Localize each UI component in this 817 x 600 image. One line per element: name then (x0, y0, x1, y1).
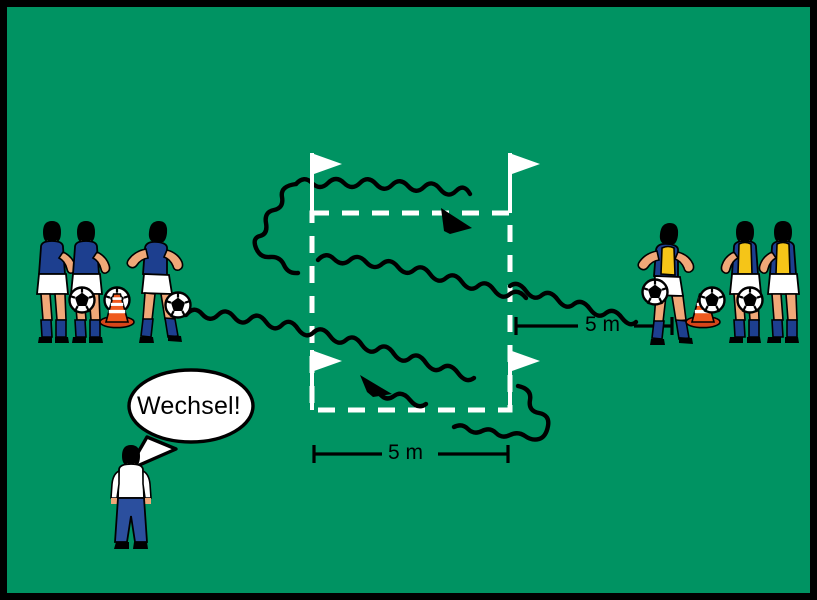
player-blue-dribbler (126, 221, 184, 343)
flag-bottom-right (508, 350, 540, 410)
dribble-path-return-lower (311, 327, 477, 383)
arrowhead-return (360, 375, 392, 397)
dribble-path-right-loop (451, 383, 551, 442)
player-blue-queue-2 (70, 221, 111, 343)
coach-speech-bubble (126, 368, 255, 472)
flag-top-right (508, 153, 540, 213)
dimension-bottom-label: 5 m (388, 441, 424, 464)
dashed-square-grid (309, 210, 513, 413)
coach-callout-text: Wechsel! (137, 392, 241, 420)
ball-yellow-1 (698, 286, 726, 314)
ball-yellow-2 (736, 286, 764, 314)
dribble-path-left-loop (252, 181, 301, 276)
coach-figure (110, 445, 152, 549)
dribble-path-right-tail (507, 281, 639, 327)
dribble-path-return-tail (376, 390, 429, 409)
blue-team-group (36, 221, 192, 343)
flag-bottom-left (310, 350, 342, 410)
player-yellow-queue-1 (720, 221, 762, 343)
ball-blue-2 (68, 286, 96, 314)
corner-flags (310, 153, 540, 410)
ball-yellow-dribbler (641, 278, 669, 306)
player-yellow-queue-2 (758, 221, 800, 343)
yellow-team-group (637, 221, 800, 345)
dimension-bottom (312, 445, 510, 463)
dribble-path-outbound-upper (293, 176, 473, 197)
arrowhead-outbound (441, 208, 472, 234)
dribble-path-outbound-lower (315, 253, 529, 301)
ball-blue-dribbler (164, 291, 192, 319)
dribble-path-return-upper (183, 307, 317, 338)
path-arrowheads (360, 208, 472, 397)
player-blue-queue-1 (36, 221, 77, 343)
dribble-paths (183, 176, 639, 442)
dimension-right-label: 5 m (585, 313, 621, 336)
